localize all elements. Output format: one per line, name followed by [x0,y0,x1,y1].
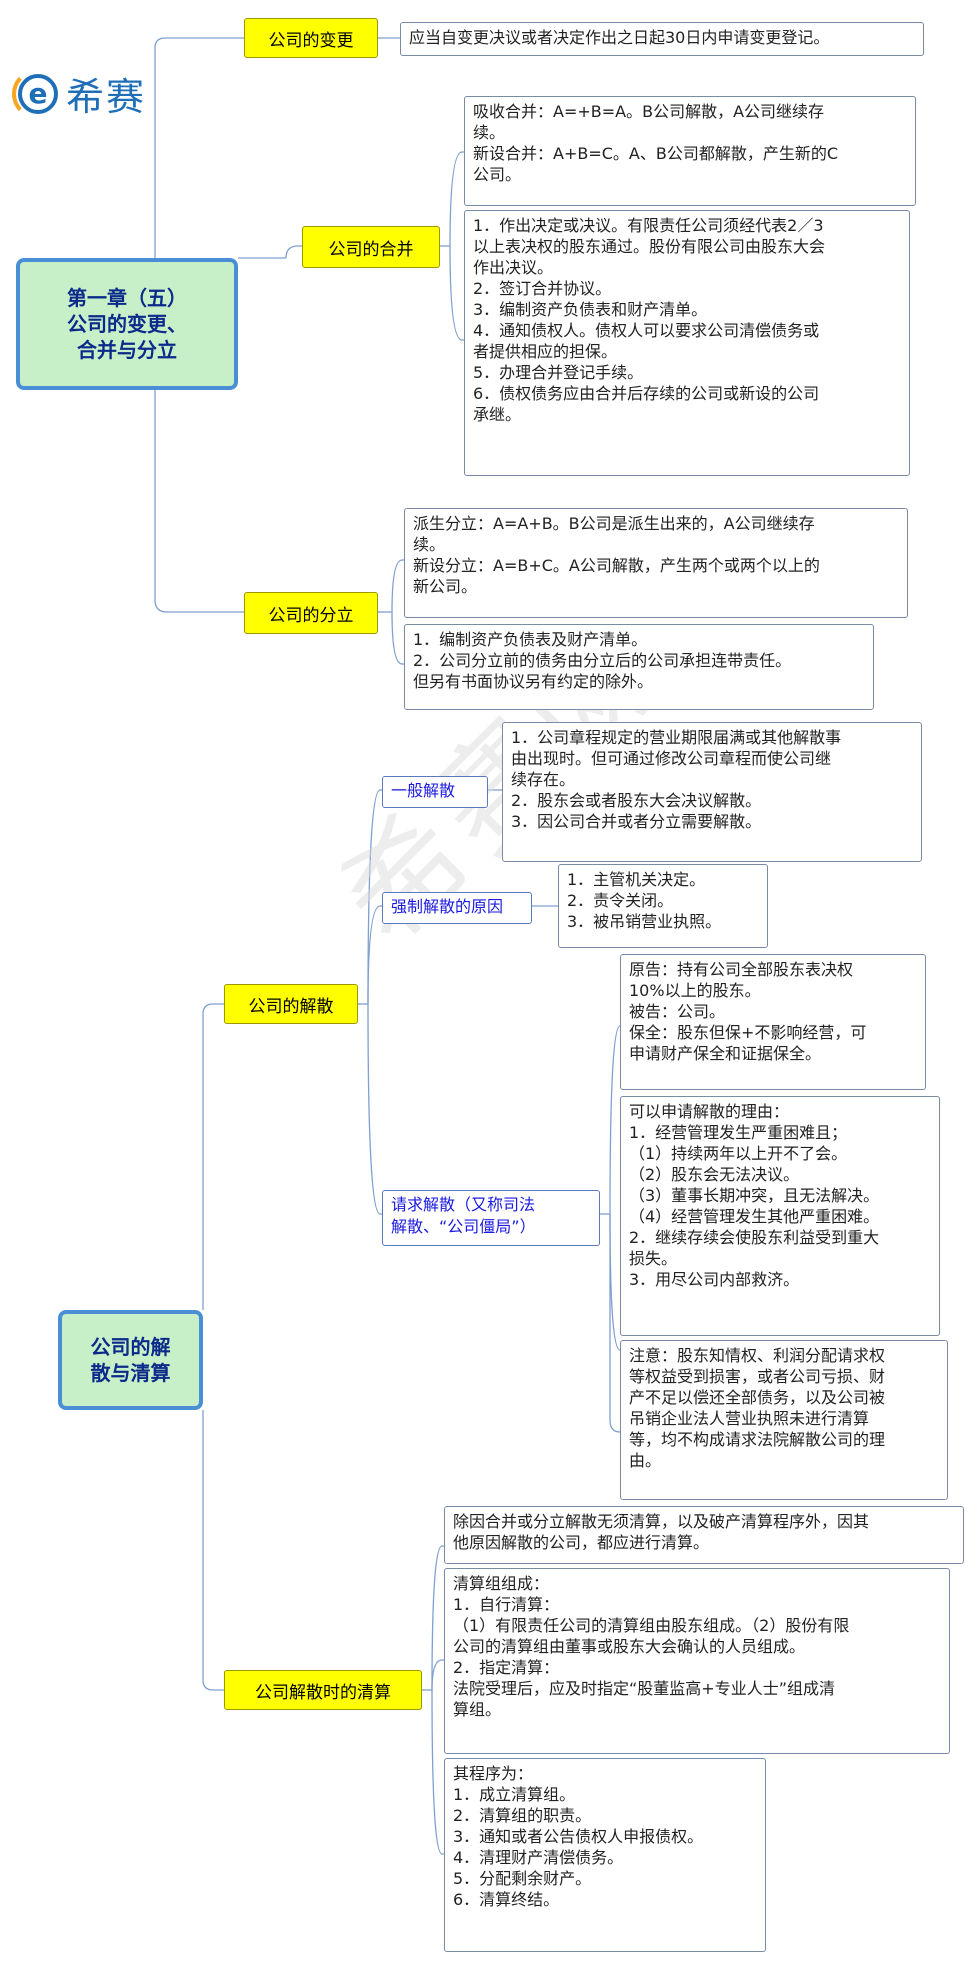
topic-company-split[interactable]: 公司的分立 [244,592,378,634]
note-judicial-exclusions: 注意：股东知情权、利润分配请求权 等权益受到损害，或者公司亏损、财 产不足以偿还… [620,1340,948,1500]
subtopic-judicial-dissolution[interactable]: 请求解散（又称司法 解散、“公司僵局”） [382,1190,600,1246]
subtopic-general-dissolution[interactable]: 一般解散 [382,776,488,808]
note-general-dissolution-causes: 1．公司章程规定的营业期限届满或其他解散事 由出现时。但可通过修改公司章程而使公… [502,722,922,862]
note-merge-types: 吸收合并：A=+B=A。B公司解散，A公司继续存 续。 新设合并：A+B=C。A… [464,96,916,206]
note-merge-procedure: 1．作出决定或决议。有限责任公司须经代表2／3 以上表决权的股东通过。股份有限公… [464,210,910,476]
brand-name: 希赛 [66,75,147,119]
note-liquidation-procedure: 其程序为： 1．成立清算组。 2．清算组的职责。 3．通知或者公告债权人申报债权… [444,1758,766,1952]
note-change-registration: 应当自变更决议或者决定作出之日起30日内申请变更登记。 [400,22,924,56]
root-node-change-merge-split[interactable]: 第一章（五） 公司的变更、 合并与分立 [16,258,238,390]
topic-company-merge[interactable]: 公司的合并 [302,226,440,268]
note-liquidation-scope: 除因合并或分立解散无须清算，以及破产清算程序外，因其 他原因解散的公司，都应进行… [444,1506,964,1564]
brand-logo: e 希赛 [12,66,147,121]
note-judicial-grounds: 可以申请解散的理由： 1．经营管理发生严重困难且； （1）持续两年以上开不了会。… [620,1096,940,1336]
topic-company-change[interactable]: 公司的变更 [244,18,378,58]
topic-company-dissolve[interactable]: 公司的解散 [224,984,358,1024]
note-liquidation-team: 清算组组成： 1．自行清算： （1）有限责任公司的清算组由股东组成。（2）股份有… [444,1568,950,1754]
logo-ring-icon [12,69,58,118]
root-node-dissolve-liquidate[interactable]: 公司的解 散与清算 [58,1310,203,1410]
note-judicial-parties: 原告：持有公司全部股东表决权 10%以上的股东。 被告：公司。 保全：股东但保+… [620,954,926,1090]
note-split-procedure: 1．编制资产负债表及财产清单。 2．公司分立前的债务由分立后的公司承担连带责任。… [404,624,874,710]
topic-liquidation[interactable]: 公司解散时的清算 [224,1670,422,1710]
subtopic-forced-dissolution[interactable]: 强制解散的原因 [382,892,532,924]
note-split-types: 派生分立：A=A+B。B公司是派生出来的，A公司继续存 续。 新设分立：A=B+… [404,508,908,618]
note-forced-dissolution-causes: 1．主管机关决定。 2．责令关闭。 3．被吊销营业执照。 [558,864,768,948]
